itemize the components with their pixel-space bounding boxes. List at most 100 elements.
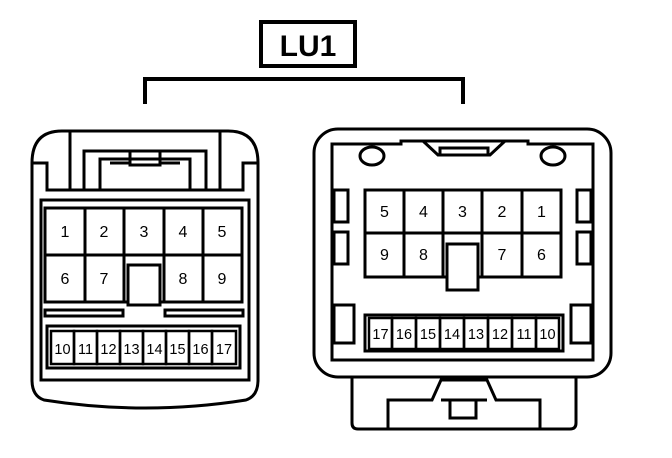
left-connector-lower-pins: 10 11 12 13 14 15 16 17 (49, 329, 238, 366)
pin-cell: 8 (162, 253, 205, 304)
right-connector-side-slot (575, 230, 593, 266)
pin-label: 15 (169, 342, 185, 358)
right-connector-side-slot (575, 188, 593, 224)
pin-cell: 1 (43, 206, 87, 257)
left-connector-side-ledge-left (32, 161, 70, 192)
pin-cell: 15 (414, 316, 442, 351)
pin-label: 11 (78, 342, 93, 358)
pin-cell: 3 (122, 206, 166, 257)
pin-label: 7 (100, 271, 109, 288)
right-connector-side-slot (569, 303, 593, 345)
left-connector-housing (30, 129, 260, 410)
pin-cell: 10 (49, 329, 76, 366)
right-connector-housing (312, 127, 613, 379)
right-connector-bottom-latch (350, 377, 578, 431)
pin-label: 17 (372, 327, 388, 343)
pin-cell: 5 (363, 188, 406, 235)
pin-cell: 7 (83, 253, 126, 304)
left-connector-lower-block (45, 324, 242, 370)
pin-label: 3 (458, 204, 467, 221)
pin-cell: 16 (390, 316, 418, 351)
pin-cell: 9 (363, 231, 406, 279)
left-connector-separator-right (163, 308, 245, 318)
left-connector (30, 129, 260, 410)
pin-cell: 13 (462, 316, 490, 351)
pin-cell: 14 (438, 316, 466, 351)
right-connector-lower-block (363, 313, 565, 353)
pin-label: 5 (380, 204, 389, 221)
left-connector-separator-left (43, 308, 125, 318)
right-connector-top-tab (438, 146, 490, 157)
pin-label: 8 (419, 247, 428, 264)
pin-label: 6 (537, 247, 546, 264)
pin-cell-blank (126, 263, 162, 307)
right-connector-corner-hole-right (539, 145, 567, 167)
left-connector-latch-inner (82, 149, 208, 190)
pin-cell: 6 (520, 231, 563, 279)
left-connector-lock-tab (128, 149, 162, 167)
pin-label: 17 (216, 342, 232, 358)
pin-cell: 16 (187, 329, 214, 366)
pin-label: 3 (140, 224, 149, 241)
pin-cell: 12 (95, 329, 122, 366)
title-frame (259, 20, 357, 68)
pin-label: 8 (179, 271, 188, 288)
title-label: LU1 (259, 20, 357, 68)
right-connector-bottom-tab (448, 398, 478, 420)
pin-label: 5 (218, 224, 227, 241)
left-connector-latch-outer (68, 131, 222, 192)
title-text: LU1 (280, 30, 337, 63)
pin-label: 9 (218, 271, 227, 288)
left-connector-latch-sides (98, 157, 192, 190)
pin-cell: 11 (72, 329, 99, 366)
pin-label: 2 (100, 224, 109, 241)
pin-cell: 13 (118, 329, 145, 366)
pin-cell: 10 (534, 316, 561, 351)
pin-label: 12 (492, 327, 508, 343)
pin-cell: 12 (486, 316, 514, 351)
pin-label: 12 (100, 342, 116, 358)
title-bracket (143, 77, 465, 104)
pin-cell: 11 (510, 316, 538, 351)
right-connector-corner-hole-left (358, 145, 386, 167)
pin-label: 13 (123, 342, 139, 358)
pin-label: 10 (54, 342, 70, 358)
pin-cell: 2 (83, 206, 126, 257)
right-connector (312, 127, 613, 431)
pin-label: 13 (468, 327, 484, 343)
pin-label: 4 (419, 204, 428, 221)
right-connector-upper-pins: 5 4 3 2 1 9 8 7 6 (363, 188, 563, 292)
pin-cell: 4 (162, 206, 205, 257)
pin-cell: 2 (480, 188, 524, 235)
pin-label: 7 (498, 247, 507, 264)
pin-cell: 1 (520, 188, 563, 235)
right-connector-inner-frame (330, 139, 595, 362)
pin-cell: 14 (141, 329, 168, 366)
pin-cell: 7 (480, 231, 524, 279)
pin-label: 9 (380, 247, 389, 264)
pin-label: 6 (61, 271, 70, 288)
pin-label: 14 (146, 342, 162, 358)
left-connector-inner-frame (39, 198, 251, 382)
pin-label: 1 (61, 224, 70, 241)
pin-label: 10 (539, 327, 555, 343)
left-connector-side-ledge-right (220, 161, 258, 192)
pin-cell-blank (445, 242, 480, 292)
right-connector-lower-pins: 17 16 15 14 13 12 11 10 (367, 316, 561, 351)
pin-label: 11 (516, 327, 531, 343)
right-connector-side-slot (332, 230, 350, 266)
pin-cell: 17 (210, 329, 238, 366)
pin-cell: 6 (43, 253, 87, 304)
pin-label: 4 (179, 224, 188, 241)
pin-label: 1 (537, 204, 546, 221)
pin-label: 2 (498, 204, 507, 221)
pin-cell: 15 (164, 329, 191, 366)
pin-cell: 17 (367, 316, 394, 351)
left-connector-upper-pins: 1 2 3 4 5 6 7 8 9 (43, 206, 244, 307)
pin-cell: 4 (402, 188, 445, 235)
pin-cell: 5 (201, 206, 244, 257)
pin-label: 14 (444, 327, 460, 343)
pin-label: 16 (396, 327, 412, 343)
pin-cell: 8 (402, 231, 445, 279)
